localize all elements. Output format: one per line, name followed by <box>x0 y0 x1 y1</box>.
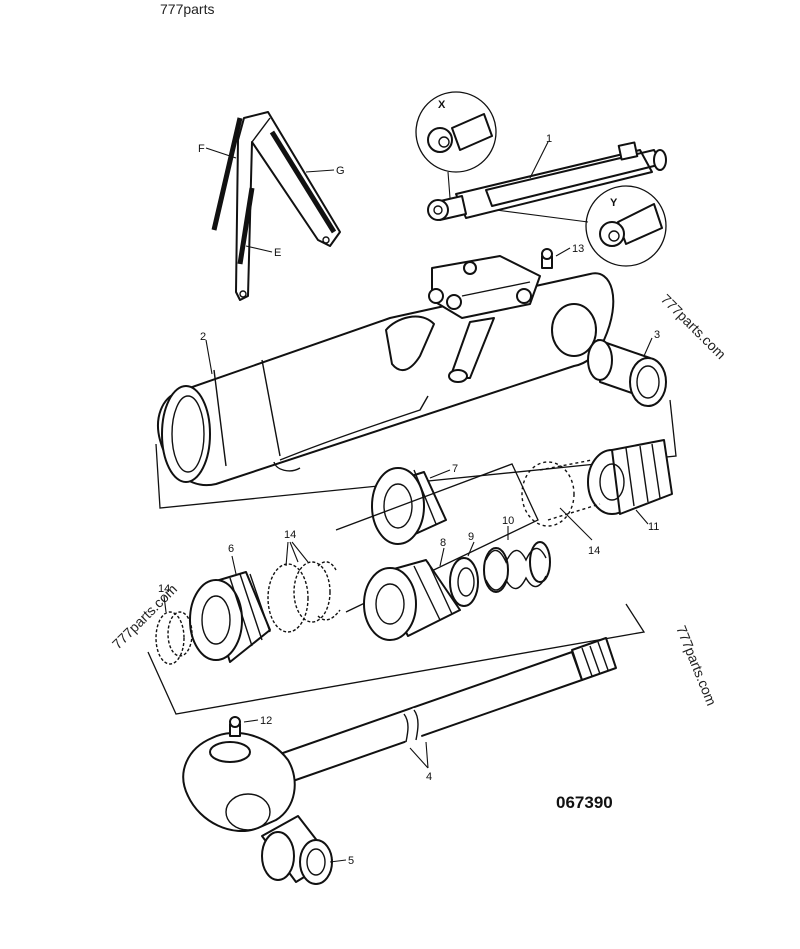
label-g: G <box>336 165 345 177</box>
label-2: 2 <box>200 331 206 343</box>
label-3: 3 <box>654 329 660 341</box>
label-6: 6 <box>228 543 234 555</box>
label-14-left: 14 <box>158 583 170 595</box>
label-9: 9 <box>468 531 474 543</box>
label-e: E <box>274 247 281 259</box>
cylinder-assembly-1: 1 X Y <box>415 91 667 267</box>
bush-3: 3 <box>587 329 667 407</box>
label-4: 4 <box>426 771 432 783</box>
kit-bracket-middle <box>335 463 539 613</box>
label-10: 10 <box>502 515 514 527</box>
label-5: 5 <box>348 855 354 867</box>
seal-11: 11 <box>521 439 673 533</box>
cylinder-f-bar <box>211 117 243 231</box>
watermark-right-lower: 777parts.com <box>673 623 720 708</box>
label-f: F <box>198 143 205 155</box>
label-8: 8 <box>440 537 446 549</box>
label-12: 12 <box>260 715 272 727</box>
label-7: 7 <box>452 463 458 475</box>
cylinder-g-bar <box>269 130 337 234</box>
piston-8: 8 <box>363 537 461 641</box>
watermark-right-upper: 777parts.com <box>658 291 729 362</box>
label-1: 1 <box>546 133 552 145</box>
drawing-number: 067390 <box>556 793 613 812</box>
detail-x-circle <box>415 91 497 173</box>
ring-9: 9 <box>449 531 479 607</box>
boom-linkage-sketch: F G E <box>198 111 345 301</box>
seal-set-14-left: 14 <box>267 529 341 633</box>
spring-10: 10 <box>483 515 551 593</box>
watermark-top: 777parts <box>160 1 214 17</box>
bush-5: 5 <box>261 815 354 885</box>
cylinder-e-bar <box>237 187 255 265</box>
label-y: Y <box>610 197 618 209</box>
detail-y-circle <box>585 185 667 267</box>
gland-6: 6 <box>189 543 271 663</box>
label-14-top: 14 <box>284 529 296 541</box>
barrel-2: 13 2 <box>157 243 615 487</box>
piston-rod-4: 4 12 <box>182 637 617 833</box>
seal-kit-box-lower <box>147 603 646 715</box>
label-14-right: 14 <box>588 545 600 557</box>
label-13: 13 <box>572 243 584 255</box>
seal-14-small: 14 <box>155 583 193 665</box>
label-11: 11 <box>648 521 659 533</box>
label-x: X <box>438 99 446 111</box>
piston-7: 7 <box>371 463 458 545</box>
